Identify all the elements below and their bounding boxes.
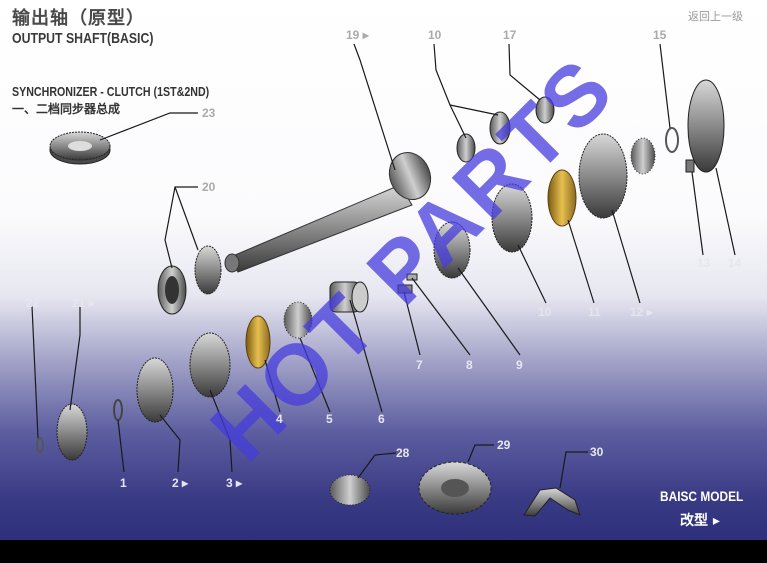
callout-8[interactable]: 8 [466, 358, 473, 372]
callout-14[interactable]: 14 [728, 256, 742, 270]
part-17 [535, 96, 555, 124]
part-18a [456, 133, 476, 163]
part-12 [578, 133, 628, 219]
page-title-en: OUTPUT SHAFT(BASIC) [12, 30, 154, 47]
callout-10-lower[interactable]: 10 [538, 305, 552, 319]
callout-15[interactable]: 15 [653, 28, 667, 42]
part-11 [547, 169, 577, 227]
part-22 [36, 437, 44, 453]
back-link[interactable]: 返回上一级 [688, 10, 743, 23]
callout-28[interactable]: 28 [396, 446, 410, 460]
part-4 [245, 315, 271, 369]
model-label-en: BAISC MODEL [660, 488, 744, 504]
part-9 [433, 221, 471, 279]
callout-29[interactable]: 29 [497, 438, 511, 452]
assembly-label-cn: 一、二档同步器总成 [12, 102, 121, 116]
callout-21[interactable]: 21 ▸ [72, 296, 95, 310]
callout-10-upper[interactable]: 10 [428, 28, 442, 42]
parts-drawing [31, 43, 736, 517]
callout-17[interactable]: 17 [503, 28, 517, 42]
part-13 [685, 159, 695, 173]
callout-20[interactable]: 20 [202, 180, 216, 194]
synchronizer-assembly [49, 131, 111, 165]
part-28 [329, 474, 371, 506]
callout-23[interactable]: 23 [202, 106, 216, 120]
callout-1[interactable]: 1 [120, 476, 127, 490]
callout-19[interactable]: 19 ▸ [346, 28, 369, 42]
callout-2[interactable]: 2 ▸ [172, 476, 189, 490]
part-8 [406, 273, 418, 281]
callout-7[interactable]: 7 [416, 358, 423, 372]
model-link[interactable]: 改型 ▸ [680, 513, 720, 529]
callout-13[interactable]: 13 [697, 256, 711, 270]
page-title-cn: 输出轴（原型） [12, 8, 145, 29]
part-30 [523, 487, 581, 517]
callout-6[interactable]: 6 [378, 412, 385, 426]
callout-4[interactable]: 4 [276, 412, 283, 426]
part-7 [397, 284, 413, 294]
part-18b [489, 111, 511, 145]
callout-3[interactable]: 3 ▸ [226, 476, 243, 490]
callout-11[interactable]: 11 [588, 305, 601, 319]
callout-22[interactable]: 22 [26, 296, 40, 310]
assembly-label-en: SYNCHRONIZER - CLUTCH (1ST&2ND) [12, 84, 210, 99]
needle-bearing [630, 137, 656, 175]
output-shaft [224, 152, 432, 273]
leader-lines [31, 43, 736, 489]
part-2 [136, 357, 174, 423]
callout-30[interactable]: 30 [590, 445, 604, 459]
part-21 [56, 403, 88, 461]
callout-12[interactable]: 12 ▸ [630, 305, 653, 319]
part-20 [157, 245, 222, 315]
part-5 [283, 301, 313, 339]
part-10 [491, 183, 533, 253]
part-3 [189, 332, 231, 398]
callout-9[interactable]: 9 [516, 358, 523, 372]
part-1 [113, 399, 123, 421]
part-15 [665, 127, 679, 153]
bottom-bar [0, 540, 767, 563]
part-29 [418, 461, 492, 515]
diagram-canvas: 输出轴（原型） OUTPUT SHAFT(BASIC) 返回上一级 SYNCHR… [0, 0, 767, 540]
model-label-cn: 改型 [680, 513, 708, 529]
part-14 [687, 79, 725, 173]
part-6 [329, 281, 369, 313]
callout-5[interactable]: 5 [326, 412, 333, 426]
